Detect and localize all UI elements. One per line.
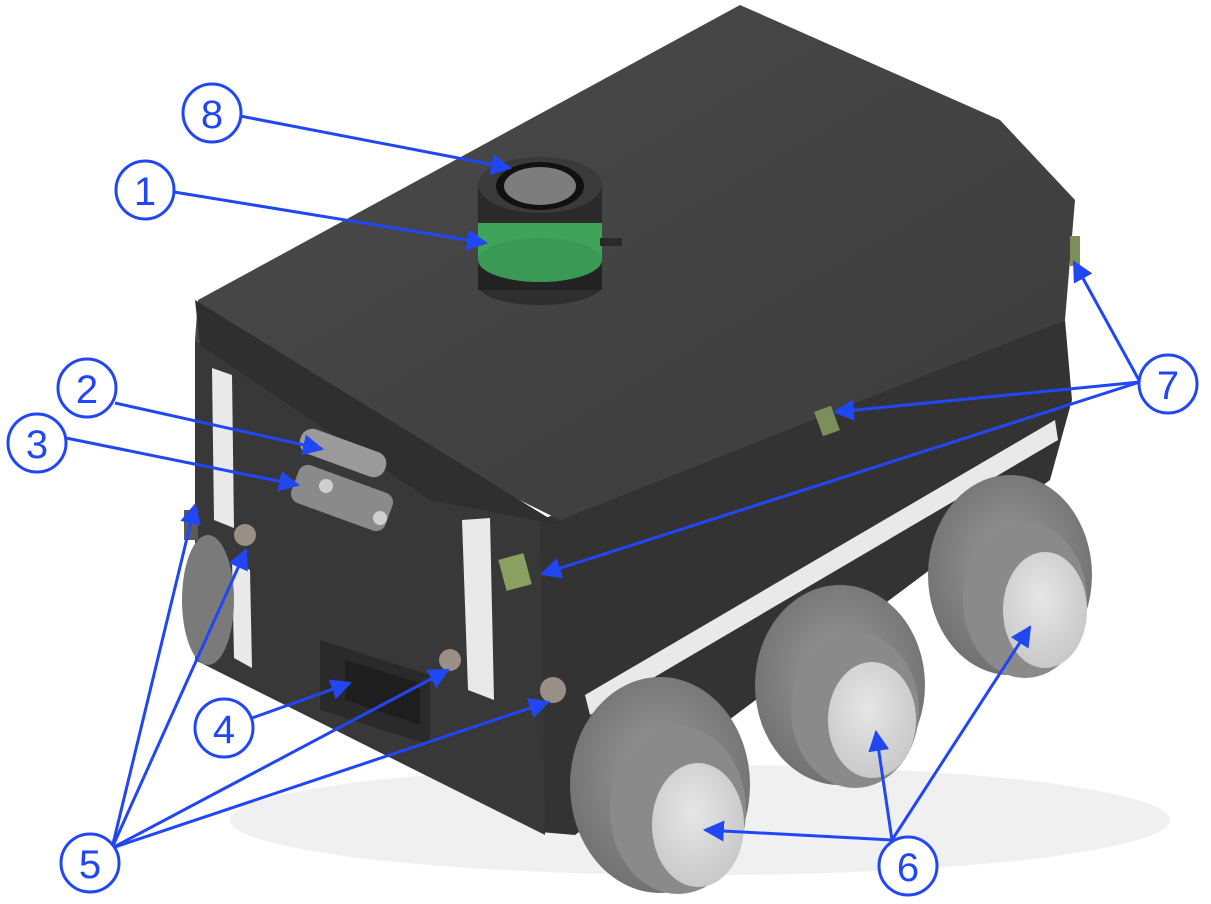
front-left-stripe xyxy=(212,368,234,528)
robot-render xyxy=(182,5,1170,894)
svg-text:1: 1 xyxy=(134,170,156,214)
svg-text:2: 2 xyxy=(76,368,98,412)
arrow-1 xyxy=(173,190,489,251)
callouts: 8 1 2 3 4 5 6 7 xyxy=(6,82,1199,897)
arrow-6b xyxy=(868,729,894,841)
front-right-stripe xyxy=(462,518,494,700)
camera-lens-left xyxy=(319,479,333,493)
arrow-5a xyxy=(110,502,201,849)
wheel-middle-hub xyxy=(828,662,916,778)
side-stripe xyxy=(585,420,1058,715)
arrow-6c xyxy=(890,625,1032,841)
callout-5: 5 xyxy=(59,832,121,894)
callout-3: 3 xyxy=(6,412,68,474)
arrow-7c xyxy=(540,380,1141,579)
svg-text:7: 7 xyxy=(1157,364,1179,408)
arrow-6a xyxy=(702,820,893,842)
arrow-7a xyxy=(1072,260,1142,383)
arrow-5b xyxy=(110,548,248,849)
lidar-cable xyxy=(600,238,622,246)
callout-8: 8 xyxy=(181,82,243,144)
top-cover xyxy=(195,5,1075,520)
arrow-5d xyxy=(111,698,550,850)
arrow-8 xyxy=(239,114,513,175)
front-slope xyxy=(195,300,560,525)
front-handle xyxy=(345,660,420,725)
arrow-5c xyxy=(111,668,450,850)
front-camera-bar xyxy=(290,464,394,532)
callout-4: 4 xyxy=(193,697,255,759)
arrow-3 xyxy=(65,436,301,492)
svg-text:4: 4 xyxy=(213,708,235,752)
lidar-green-bottom xyxy=(478,238,602,282)
chassis-front-panel xyxy=(195,340,545,835)
wheel-front-hub xyxy=(652,763,744,887)
lidar-sensor xyxy=(478,157,622,305)
arrow-2 xyxy=(114,401,325,456)
wheel-front-left xyxy=(182,535,234,665)
side-camera-board-2 xyxy=(498,553,532,591)
callout-6: 6 xyxy=(877,835,939,897)
ultrasonic-sensor-1 xyxy=(234,524,256,546)
side-camera-board-3 xyxy=(1070,236,1080,266)
callout-1: 1 xyxy=(114,159,176,221)
svg-text:3: 3 xyxy=(26,423,48,467)
wheel-front xyxy=(570,677,750,894)
wheel-middle xyxy=(755,585,925,788)
ultrasonic-sensor-3 xyxy=(540,677,566,703)
callout-arrows xyxy=(65,114,1142,850)
wheel-rear xyxy=(928,475,1092,678)
callout-2: 2 xyxy=(56,357,118,419)
lidar-window xyxy=(504,167,576,205)
callout-7: 7 xyxy=(1137,353,1199,415)
front-left-stripe-lower xyxy=(232,560,252,668)
wheel-front-left-tire xyxy=(182,535,234,665)
svg-text:5: 5 xyxy=(79,843,101,887)
arrow-7b xyxy=(832,380,1141,421)
camera-lens-right xyxy=(373,511,387,525)
svg-text:8: 8 xyxy=(201,93,223,137)
ultrasonic-sensor-2 xyxy=(439,649,461,671)
svg-text:6: 6 xyxy=(897,846,919,890)
arrow-4 xyxy=(251,679,352,720)
